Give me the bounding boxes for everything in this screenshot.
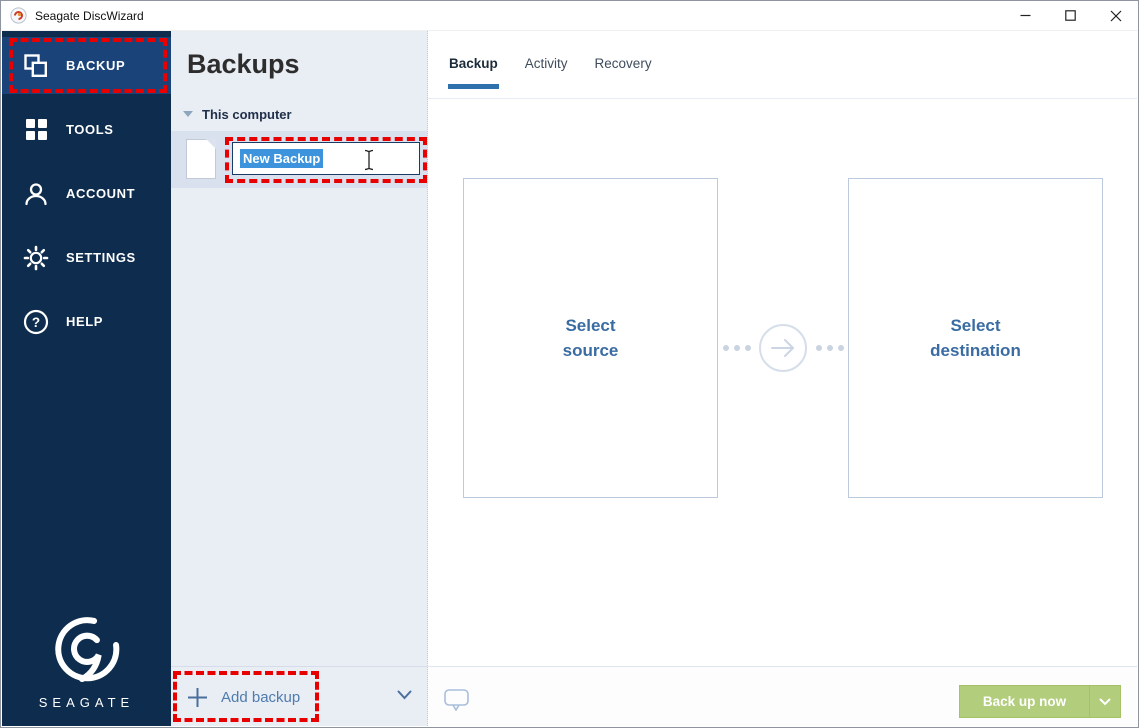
seagate-logo: SEAGATE	[2, 616, 171, 710]
panel-heading: Backups	[187, 49, 300, 79]
sidebar: BACKUP TOOLS ACCOUNT	[2, 31, 171, 726]
this-computer-group[interactable]: This computer	[171, 104, 292, 124]
window-controls	[1003, 1, 1138, 30]
close-button[interactable]	[1093, 1, 1138, 30]
document-icon	[186, 139, 216, 179]
back-up-now-label: Back up now	[982, 694, 1067, 709]
backup-list-item[interactable]: New Backup	[171, 131, 427, 188]
plus-icon	[188, 687, 207, 707]
chevron-down-icon	[1099, 698, 1111, 705]
feedback-bubble-icon[interactable]	[444, 689, 470, 711]
app-logo-icon	[10, 7, 27, 24]
tab-activity[interactable]: Activity	[524, 56, 568, 71]
dot	[722, 345, 729, 351]
text-cursor-icon	[364, 149, 374, 171]
sidebar-item-label: TOOLS	[66, 122, 114, 137]
tools-grid-icon	[21, 118, 51, 141]
sidebar-item-backup[interactable]: BACKUP	[2, 37, 171, 94]
dot	[733, 345, 740, 351]
sidebar-item-settings[interactable]: SETTINGS	[2, 229, 171, 286]
sidebar-item-tools[interactable]: TOOLS	[2, 101, 171, 158]
sidebar-item-label: ACCOUNT	[66, 186, 136, 201]
add-backup-label: Add backup	[221, 688, 301, 706]
arrow-circle	[759, 324, 807, 372]
sidebar-item-account[interactable]: ACCOUNT	[2, 165, 171, 222]
gear-icon	[21, 245, 51, 271]
backup-copy-icon	[21, 53, 51, 78]
chevron-down-icon[interactable]	[397, 690, 412, 700]
add-backup-button[interactable]: Add backup	[171, 667, 300, 727]
tab-recovery[interactable]: Recovery	[594, 56, 652, 71]
main-area: Backup Activity Recovery Select source S…	[428, 31, 1137, 726]
source-to-destination-arrow	[718, 324, 848, 372]
collapse-triangle-icon	[183, 111, 193, 117]
dot	[744, 345, 751, 351]
titlebar: Seagate DiscWizard	[1, 1, 1138, 31]
backup-name-input[interactable]: New Backup	[232, 142, 420, 175]
sidebar-item-help[interactable]: ? HELP	[2, 293, 171, 350]
dot	[815, 345, 822, 351]
sidebar-item-label: HELP	[66, 314, 104, 329]
dot	[837, 345, 844, 351]
group-label: This computer	[202, 106, 292, 122]
question-mark-icon: ?	[21, 309, 51, 335]
panel-bottom-bar: Add backup	[171, 666, 427, 726]
arrow-right-icon	[771, 339, 794, 357]
maximize-button[interactable]	[1048, 1, 1093, 30]
minimize-icon	[1020, 14, 1031, 17]
seagate-spiral-icon	[54, 617, 119, 683]
select-source-label: Select source	[562, 315, 619, 361]
select-destination-label: Select destination	[930, 315, 1021, 361]
back-up-now-button[interactable]: Back up now	[959, 685, 1121, 718]
seagate-logo-text: SEAGATE	[38, 695, 135, 710]
selected-input-text: New Backup	[240, 149, 324, 168]
select-source-box[interactable]: Select source	[463, 178, 718, 498]
sidebar-item-label: SETTINGS	[66, 250, 136, 265]
back-up-now-dropdown[interactable]	[1089, 686, 1120, 717]
close-icon	[1110, 10, 1121, 21]
dot	[826, 345, 833, 351]
svg-text:?: ?	[32, 315, 40, 330]
tab-backup[interactable]: Backup	[448, 31, 499, 89]
tab-bar: Backup Activity Recovery	[448, 31, 653, 89]
user-icon	[21, 181, 51, 207]
maximize-icon	[1065, 10, 1076, 21]
tabs-divider	[428, 98, 1137, 99]
backups-panel: Backups This computer New Backup Add b	[171, 31, 428, 726]
select-destination-box[interactable]: Select destination	[848, 178, 1103, 498]
sidebar-nav: BACKUP TOOLS ACCOUNT	[2, 37, 171, 357]
window-title: Seagate DiscWizard	[35, 8, 144, 23]
minimize-button[interactable]	[1003, 1, 1048, 30]
sidebar-item-label: BACKUP	[66, 58, 126, 73]
main-bottom-bar: Back up now	[428, 666, 1137, 726]
